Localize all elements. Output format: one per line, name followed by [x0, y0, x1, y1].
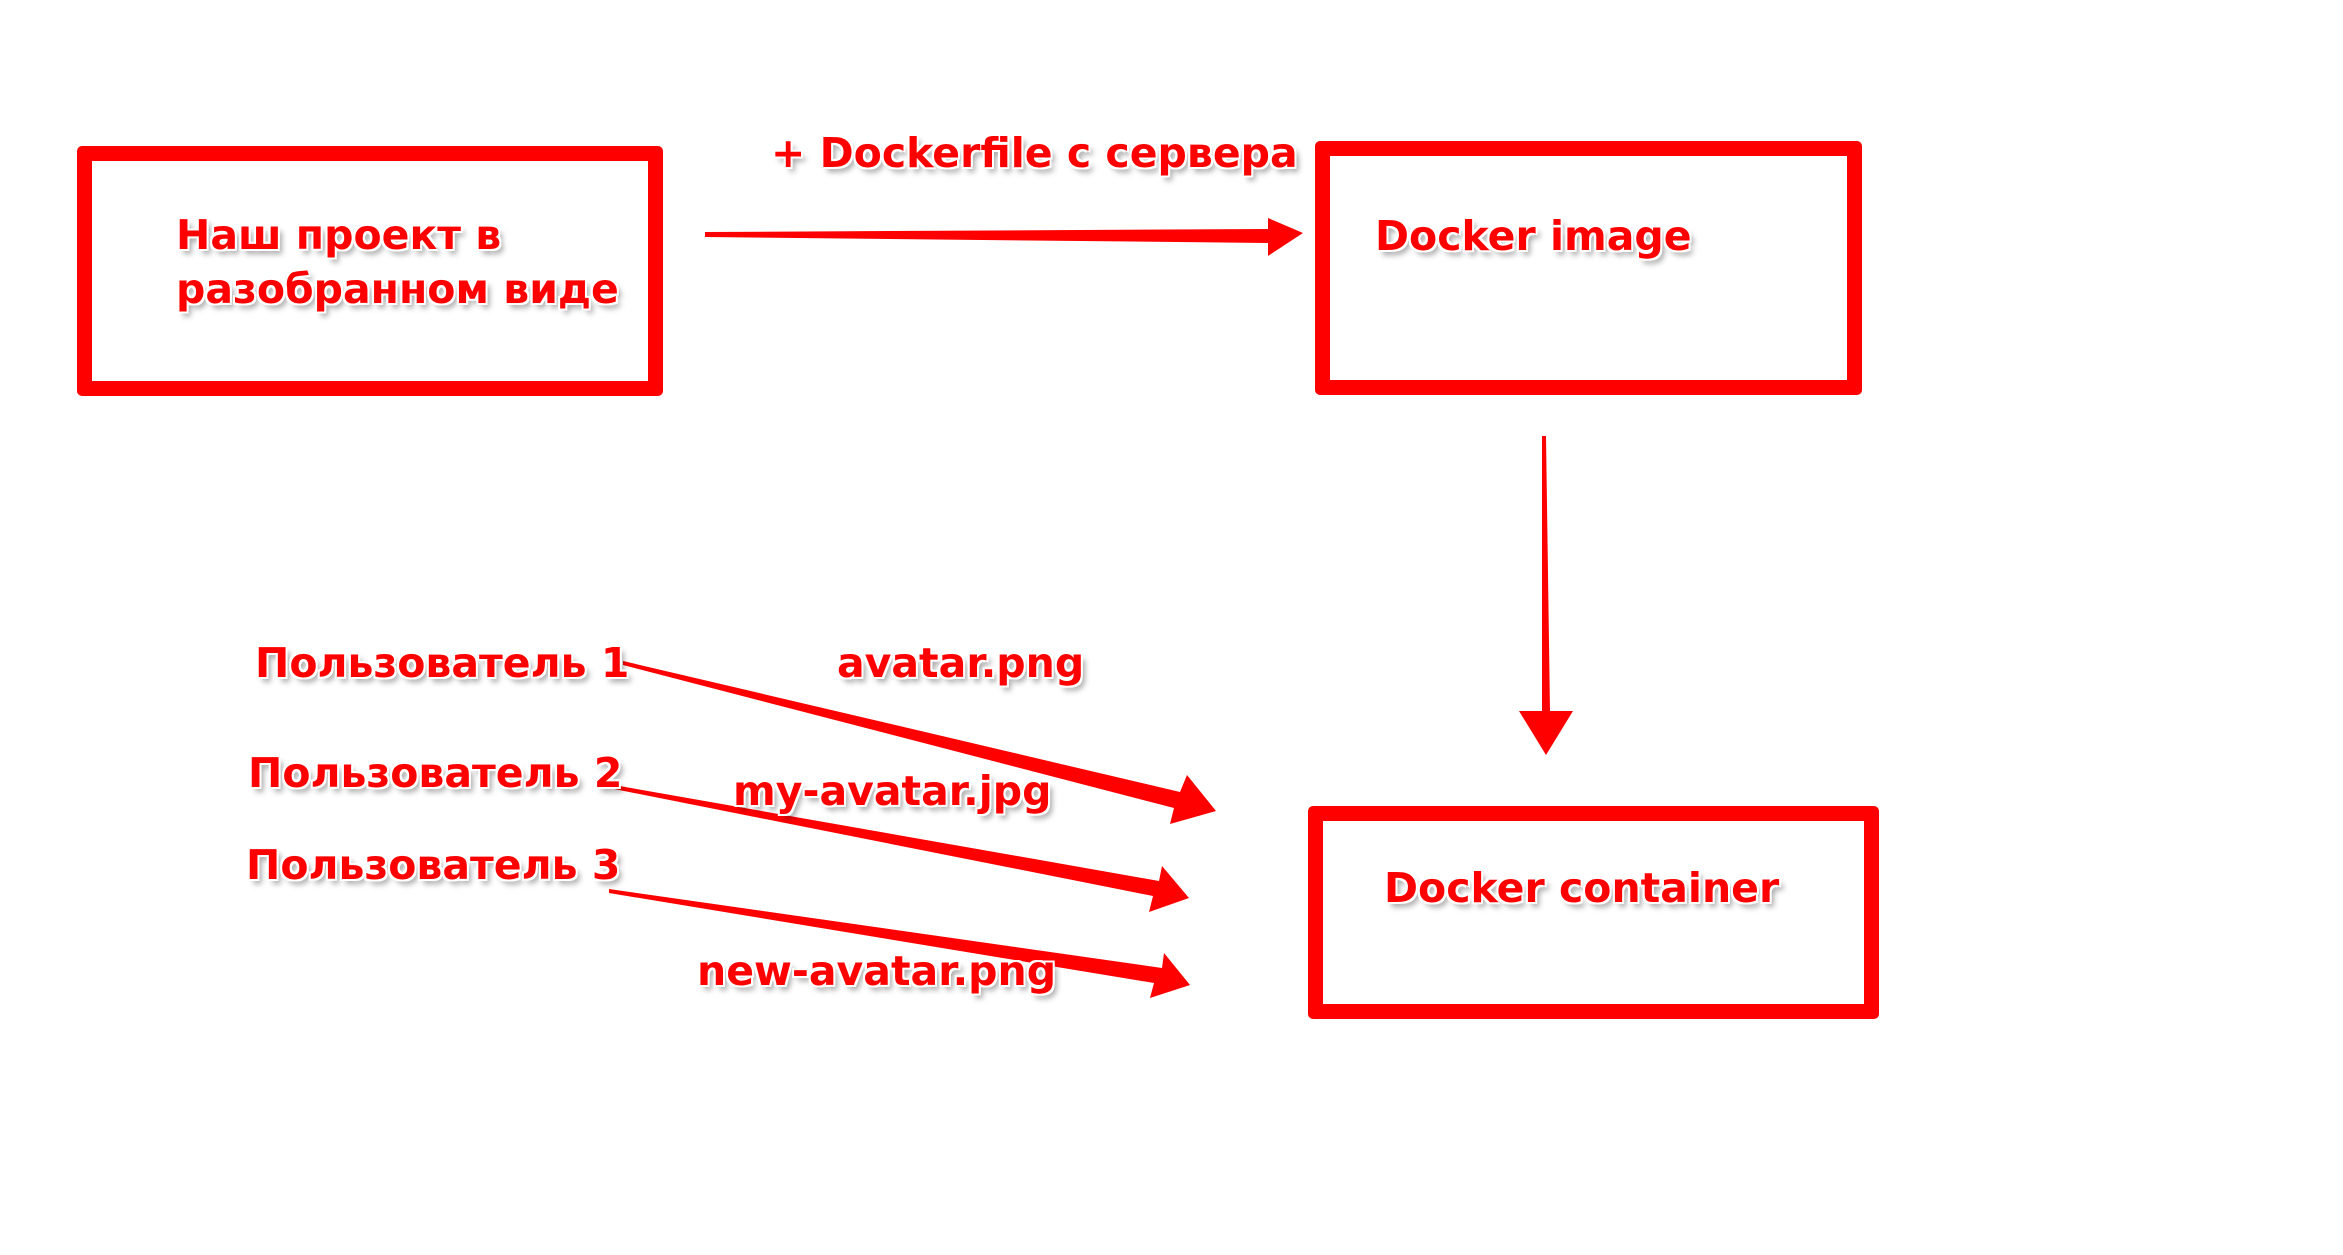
file-1-label: avatar.png — [837, 639, 1085, 687]
arrow-user1-to-container — [623, 661, 1216, 824]
file-3-label: new-avatar.png — [697, 947, 1057, 995]
project-label-line1: Наш проект в — [176, 211, 502, 259]
docker-image-box — [1315, 141, 1862, 395]
dockerfile-edge-label: + Dockerfile с сервера — [771, 129, 1298, 177]
arrow-project-to-image — [705, 218, 1303, 256]
user-2-label: Пользователь 2 — [248, 749, 623, 797]
docker-image-label: Docker image — [1375, 212, 1692, 260]
docker-container-label: Docker container — [1384, 864, 1780, 912]
docker-container-box — [1308, 806, 1879, 1019]
arrow-user2-to-container — [614, 785, 1189, 912]
user-3-label: Пользователь 3 — [246, 841, 621, 889]
user-1-label: Пользователь 1 — [255, 639, 630, 687]
project-box — [77, 146, 663, 396]
arrow-image-to-container — [1519, 436, 1573, 755]
project-label-line2: разобранном виде — [176, 265, 619, 313]
file-2-label: my-avatar.jpg — [733, 767, 1052, 815]
arrow-user3-to-container — [609, 889, 1190, 998]
